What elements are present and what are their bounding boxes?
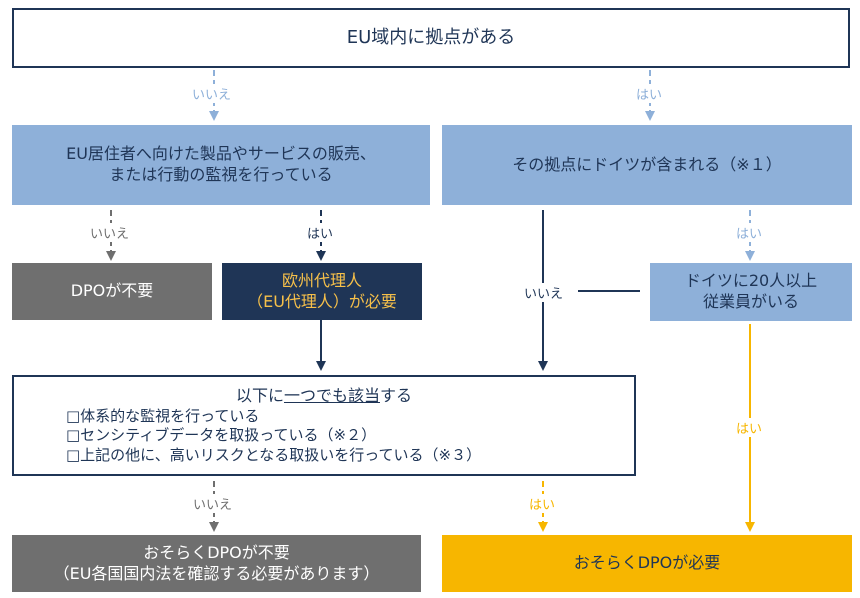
top-question-text: EU域内に拠点がある	[346, 27, 516, 49]
label-top-no: いいえ	[192, 84, 232, 103]
eu-rep-line1: 欧州代理人	[281, 270, 362, 290]
dpo-not-required-text: DPOが不要	[70, 281, 154, 301]
conditions-title-underlined: 一つでも該当	[283, 385, 380, 405]
top-question-box: EU域内に拠点がある	[12, 8, 850, 68]
label-conditions-no: いいえ	[193, 494, 233, 513]
conditions-box: 以下に一つでも該当する □体系的な監視を行っている □センシティブデータを取扱っ…	[12, 375, 636, 476]
left-question-line1: EU居住者へ向けた製品やサービスの販売、	[66, 144, 376, 164]
label-right-yes: はい	[736, 223, 763, 242]
condition-item: □センシティブデータを取扱っている（※２）	[66, 426, 377, 445]
probably-not-required-line2: （EU各国国内法を確認する必要があります）	[53, 563, 380, 583]
label-right-no: いいえ	[520, 283, 568, 302]
conditions-title: 以下に一つでも該当する	[236, 386, 412, 407]
label-top-yes: はい	[636, 84, 663, 103]
right-question-text: その拠点にドイツが含まれる（※１）	[512, 154, 782, 174]
right-question-box: その拠点にドイツが含まれる（※１）	[442, 125, 852, 205]
condition-item: □上記の他に、高いリスクとなる取扱いを行っている（※３）	[66, 445, 482, 464]
probably-not-required-line1: おそらくDPOが不要	[143, 542, 290, 562]
dpo-not-required-box: DPOが不要	[12, 263, 212, 320]
condition-item: □体系的な監視を行っている	[66, 406, 260, 425]
eu-rep-box: 欧州代理人 （EU代理人）が必要	[222, 263, 422, 320]
label-conditions-yes: はい	[529, 494, 556, 513]
probably-not-required-box: おそらくDPOが不要 （EU各国国内法を確認する必要があります）	[12, 535, 421, 592]
left-question-line2: または行動の監視を行っている	[109, 165, 333, 184]
label-germany-yes: はい	[736, 418, 763, 437]
label-left-no: いいえ	[90, 223, 130, 242]
germany-employees-box: ドイツに20人以上 従業員がいる	[650, 263, 852, 321]
label-left-yes: はい	[307, 223, 334, 242]
eu-rep-line2: （EU代理人）が必要	[247, 291, 397, 311]
left-question-box: EU居住者へ向けた製品やサービスの販売、 または行動の監視を行っている	[12, 125, 430, 205]
conditions-list: □体系的な監視を行っている □センシティブデータを取扱っている（※２） □上記の…	[66, 407, 481, 466]
germany-employees-line2: 従業員がいる	[702, 292, 799, 311]
germany-employees-line1: ドイツに20人以上	[684, 271, 818, 291]
conditions-title-suffix: する	[380, 385, 413, 405]
probably-required-box: おそらくDPOが必要	[442, 535, 852, 592]
probably-required-text: おそらくDPOが必要	[573, 553, 721, 573]
conditions-title-prefix: 以下に	[235, 385, 284, 405]
